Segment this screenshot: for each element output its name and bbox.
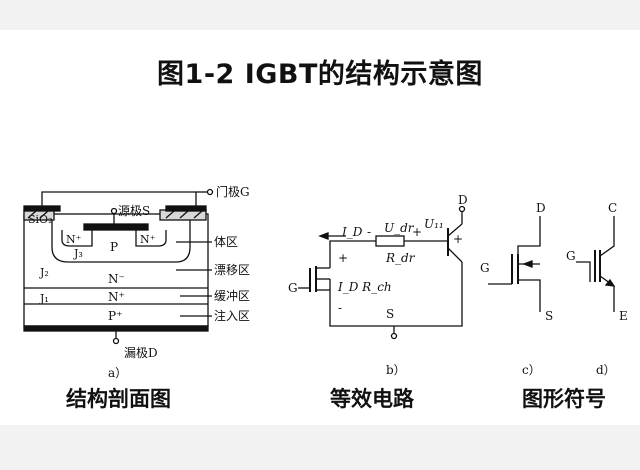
s-terminal: [390, 332, 398, 340]
panel-a-label: a）: [108, 366, 127, 380]
c-s-label: S: [545, 309, 553, 323]
hatch-1: [27, 210, 37, 219]
circuit-s-label: S: [386, 307, 394, 321]
udr-label: U_dr: [384, 221, 415, 235]
d-emitter-arrow-icon: [604, 278, 616, 287]
gate-label: 门极G: [216, 184, 250, 199]
wire-left-top: [329, 240, 376, 262]
captions: 结构剖面图 等效电路 图形符号: [66, 387, 606, 411]
drift-region-label: 漂移区: [214, 263, 250, 277]
bjt-collector-arm: [447, 247, 463, 263]
d-emitter-wire: [599, 275, 615, 312]
gate-wire: [41, 191, 197, 206]
c-source-wire: [518, 279, 541, 312]
d-gate-wire: [576, 261, 591, 282]
d-terminal: [458, 205, 466, 213]
hatch-4: [179, 210, 189, 219]
p-inject-label: P⁺: [108, 309, 122, 323]
metal-left: [23, 205, 61, 212]
j2-label: J₂: [39, 266, 49, 279]
c-g-label: G: [480, 261, 490, 275]
c-d-label: D: [536, 201, 546, 215]
buffer-region-label: 缓冲区: [214, 288, 250, 303]
top-band: [0, 0, 640, 30]
figure-title: 图1-2 IGBT的结构示意图: [157, 59, 483, 90]
n-drift-label: N⁻: [108, 272, 125, 286]
plus-bjt-label: +: [453, 232, 463, 246]
n-plus-right-pocket: [135, 230, 167, 247]
caption-symbol: 图形符号: [522, 387, 606, 411]
hatch-2: [39, 210, 49, 219]
n-plus-left-pocket: [61, 230, 93, 247]
u11-label: U₁₁: [424, 217, 444, 231]
cross-section-labels: 门极G 源极S SiO₂ N⁺ N⁺ P J₃ J₂ J₁ N⁻ N⁺ P⁺ 体…: [28, 184, 250, 380]
j3-label: J₃: [73, 247, 83, 260]
p-body-well: [51, 214, 191, 263]
rdr-label: R_dr: [385, 251, 416, 265]
mosfet-symbol-panel: [488, 216, 541, 312]
hatch-3: [165, 210, 175, 219]
id-top-label: I_D: [341, 225, 363, 239]
n-plus-left-label: N⁺: [66, 233, 82, 246]
circuit-g-label: G: [288, 281, 298, 295]
minus-rdr-label: -: [367, 225, 371, 239]
bjt-emitter-arm: [447, 223, 463, 237]
plus-mos-label: +: [338, 251, 348, 265]
d-c-label: C: [608, 201, 617, 215]
collector-metal: [23, 325, 209, 332]
equivalent-circuit-panel: [298, 205, 466, 340]
d-g-label: G: [566, 249, 576, 263]
cross-section-panel: [23, 188, 214, 345]
j1-label: J₁: [39, 292, 49, 305]
drain-terminal: [112, 337, 120, 345]
resistor-rdr: [375, 235, 405, 247]
drain-label: 漏极D: [124, 346, 158, 360]
d-e-label: E: [619, 309, 628, 323]
caption-circuit: 等效电路: [330, 387, 415, 411]
id-arrow-head: [318, 232, 329, 240]
panel-d-label: d）: [596, 363, 616, 377]
hatch-5: [193, 210, 203, 219]
p-body-label: P: [110, 240, 118, 254]
id-rch-label: I_D R_ch: [337, 280, 392, 294]
minus-mos-label: -: [338, 301, 342, 315]
igbt-symbol-panel: [576, 216, 616, 312]
n-plus-right-label: N⁺: [140, 233, 156, 246]
inject-region-label: 注入区: [214, 308, 250, 323]
c-arrow-icon: [522, 260, 533, 268]
d-collector-wire: [599, 216, 615, 257]
gate-terminal: [206, 188, 214, 196]
metal-source: [83, 223, 149, 231]
body-region-label: 体区: [214, 235, 238, 249]
n-buffer-label: N⁺: [108, 290, 125, 304]
plus-rdr-label: +: [412, 225, 422, 239]
circuit-d-label: D: [458, 193, 468, 207]
igbt-symbol-labels: C G E d）: [566, 201, 628, 377]
source-terminal: [110, 207, 118, 215]
wire-return: [329, 262, 463, 327]
metal-right: [165, 205, 207, 212]
mosfet-symbol-labels: D G S c）: [480, 201, 553, 377]
c-drain-wire: [517, 216, 541, 254]
bottom-band: [0, 425, 640, 470]
sio2-label: SiO₂: [28, 213, 52, 226]
panel-c-label: c）: [522, 363, 541, 377]
panel-b-label: b）: [386, 363, 406, 377]
caption-structure: 结构剖面图: [66, 387, 171, 411]
circuit-labels: D G S I_D U_dr U₁₁ R_dr I_D R_ch + - + -…: [288, 193, 468, 377]
source-label: 源极S: [118, 204, 150, 218]
